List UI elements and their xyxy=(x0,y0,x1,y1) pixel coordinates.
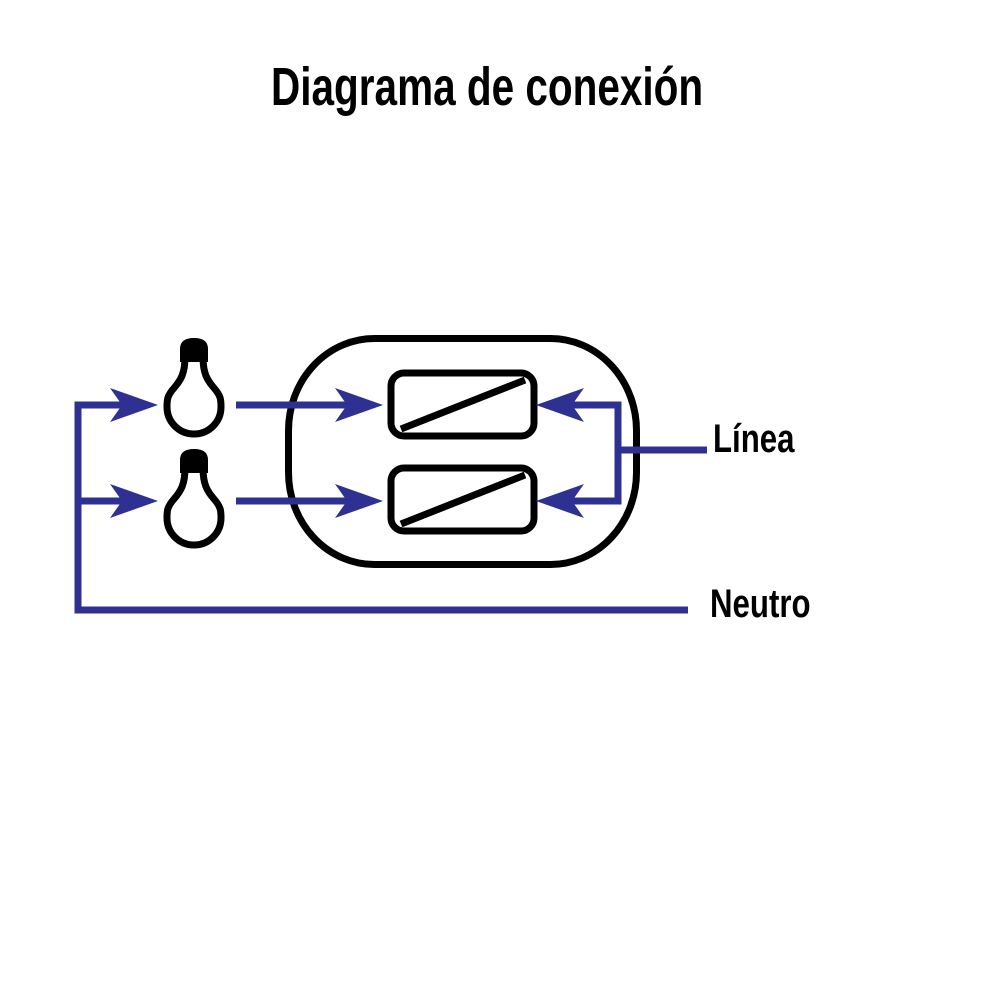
label-neutro: Neutro xyxy=(710,582,811,626)
wires xyxy=(74,388,707,614)
arrowhead-to-switch-1-right xyxy=(536,388,584,422)
arrowhead-to-bulb-1 xyxy=(110,388,158,422)
switch-2-icon xyxy=(387,464,538,535)
arrowhead-to-switch-1-left xyxy=(335,388,383,422)
arrowhead-to-bulb-2 xyxy=(110,484,158,518)
page-title-text: Diagrama de conexión xyxy=(271,57,704,117)
switch-1-icon xyxy=(387,369,538,440)
bulb-2-socket-cap xyxy=(180,449,208,473)
bulb-1-glass xyxy=(163,353,225,438)
bulb-2-glass xyxy=(163,464,225,549)
bulb-2-icon xyxy=(163,449,225,549)
label-linea: Línea xyxy=(713,417,795,461)
switch-2-rocker-line xyxy=(399,471,527,528)
bulb-1-icon xyxy=(163,338,225,438)
arrowhead-to-switch-2-right xyxy=(536,484,584,518)
bulb-1-socket-cap xyxy=(180,338,208,362)
page-title: Diagrama de conexión xyxy=(0,57,975,117)
neutral-wire xyxy=(74,401,688,614)
switch-1-rocker-line xyxy=(399,376,527,433)
arrowhead-to-switch-2-left xyxy=(335,484,383,518)
